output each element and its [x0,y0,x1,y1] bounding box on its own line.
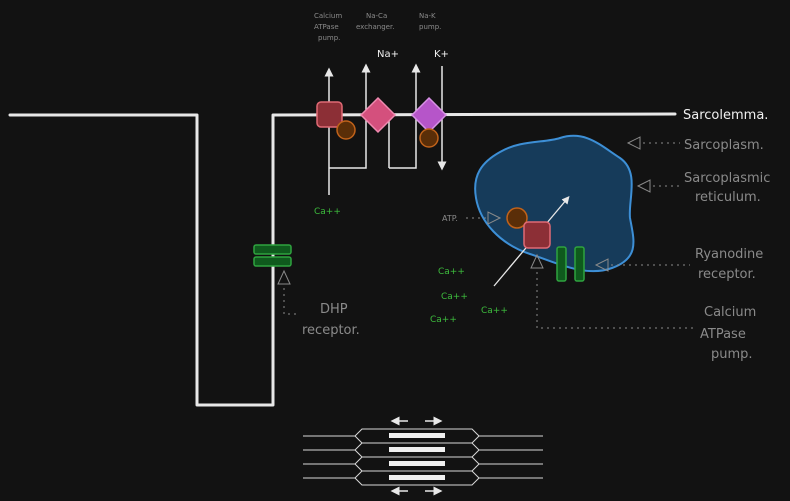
serca-atp-icon [506,207,528,229]
ryr-label-line1: Ryanodine [695,247,763,262]
ca-cytosol-label-1: Ca++ [438,267,465,277]
ca-extruded-label: Ca++ [314,207,341,217]
pmca-pump-icon [316,101,343,128]
sarcomere-schematic [303,428,543,486]
nak-label-line1: Na-K [419,12,436,20]
k-ion-label: K+ [434,49,449,60]
serca-label-line1: Calcium [704,305,756,320]
pmca-label-line2: ATPase [314,23,339,31]
ca-cytosol-label-4: Ca++ [481,306,508,316]
serca-label-line3: pump. [711,347,753,362]
ca-cytosol-label-2: Ca++ [441,292,468,302]
sarcolemma-label: Sarcolemma. [683,108,768,123]
ncx-label-line1: Na-Ca [366,12,387,20]
thick-filaments [389,433,445,480]
label-pointers [277,136,695,329]
serca-pump-icon [523,221,551,249]
ryanodine-receptor-icon [556,246,585,282]
contraction-arrows [390,416,443,496]
sr-label-line1: Sarcoplasmic [684,171,770,186]
ncx-label-line2: exchanger. [356,23,394,31]
sarcoplasmic-reticulum [474,134,635,273]
na-k-pump-icon [410,96,448,134]
pmca-label-line1: Calcium [314,12,342,20]
dhp-label-line2: receptor. [302,323,360,338]
atp-label: ATP. [442,214,458,223]
pmca-atp-icon [336,120,356,140]
dhp-label-line1: DHP [320,302,348,317]
ca-cytosol-label-3: Ca++ [430,315,457,325]
dhp-receptor-icon [253,244,292,267]
ryr-label-line2: receptor. [698,267,756,282]
serca-label-line2: ATPase [700,327,746,342]
nak-label-line2: pump. [419,23,441,31]
pump-transport-lines [324,63,447,195]
na-ca-exchanger-icon [359,96,397,134]
na-k-atp-icon [419,128,439,148]
sarcoplasm-label: Sarcoplasm. [684,138,764,153]
pmca-label-line3: pump. [318,34,340,42]
na-ion-label: Na+ [377,49,399,60]
sr-label-line2: reticulum. [695,190,761,205]
